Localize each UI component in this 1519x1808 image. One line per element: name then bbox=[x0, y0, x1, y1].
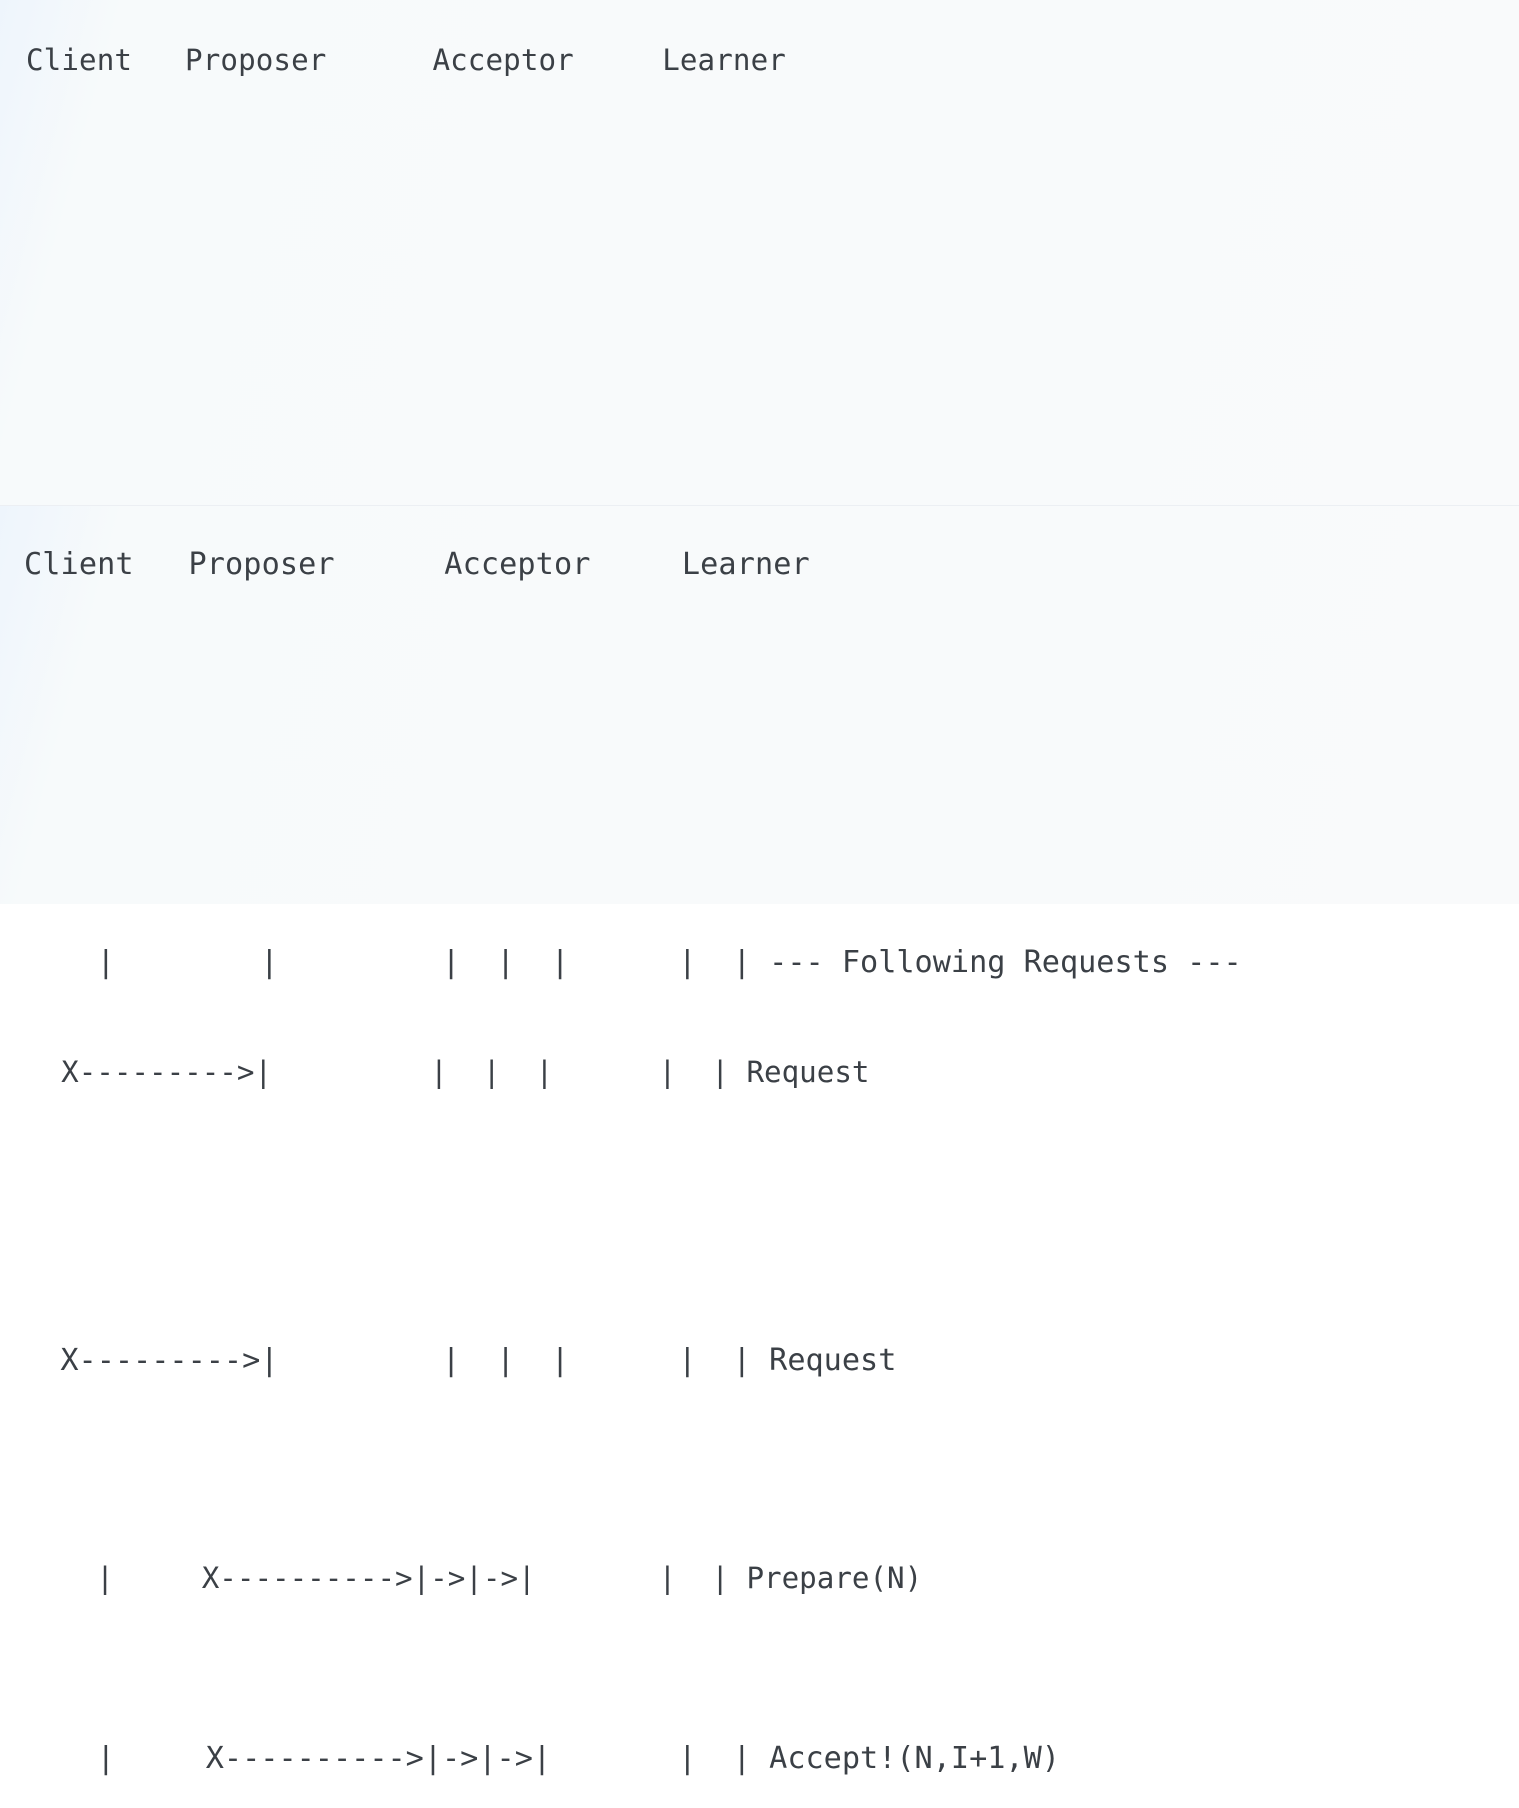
following-requests-block: Client Proposer Acceptor Learner | | | |… bbox=[0, 506, 1519, 1776]
message-row-request: X--------->| | | | | | Request bbox=[24, 1343, 897, 1378]
first-request-block: Client Proposer Acceptor Learner | | | |… bbox=[0, 0, 1519, 1595]
section-label-row-following-requests: | | | | | | | --- Following Requests --- bbox=[24, 945, 1242, 980]
participant-header-row: Client Proposer Acceptor Learner bbox=[26, 43, 786, 77]
message-row-accept: | X---------->|->|->| | | Accept!(N,I+1,… bbox=[24, 1741, 1060, 1776]
participant-header-row: Client Proposer Acceptor Learner bbox=[24, 547, 810, 582]
